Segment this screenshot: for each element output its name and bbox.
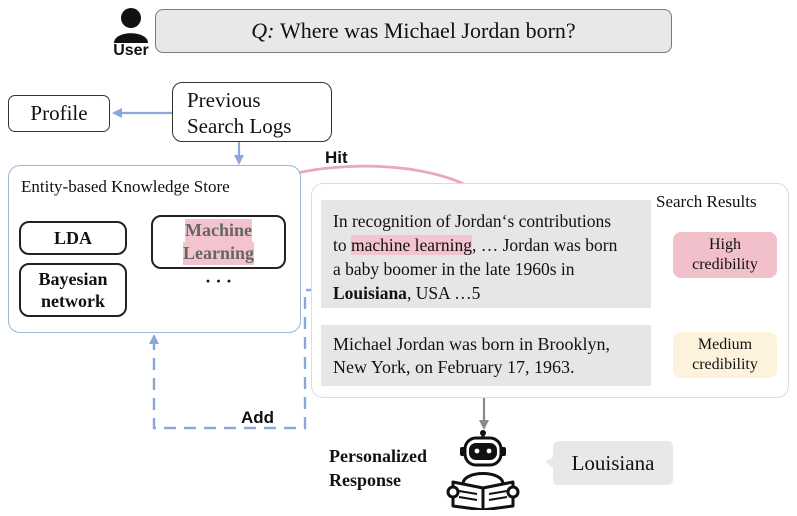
entity-ml-line1: Machine bbox=[185, 219, 252, 242]
speech-bubble-icon bbox=[545, 441, 673, 485]
add-dashed-arrow bbox=[149, 288, 318, 430]
entity-machine-learning: Machine Learning bbox=[151, 215, 286, 269]
result1-highlight: machine learning bbox=[351, 235, 472, 255]
medium-credibility-line1: Medium bbox=[697, 336, 753, 353]
search-result-1: In recognition of Jordan‘s contributions… bbox=[321, 200, 651, 308]
knowledge-store: Entity-based Knowledge Store LDA Bayesia… bbox=[8, 165, 301, 333]
search-results-title: Search Results bbox=[656, 192, 757, 211]
search-logs-box: Previous Search Logs bbox=[172, 82, 332, 142]
entity-ml-line2: Learning bbox=[182, 242, 254, 265]
query-prefix: Q: bbox=[251, 18, 275, 43]
result1-bold-location: Louisiana bbox=[333, 283, 407, 303]
result1-line4: Louisiana, USA …5 bbox=[333, 283, 481, 303]
entity-lda-label: LDA bbox=[53, 227, 92, 248]
query-text: Where was Michael Jordan born? bbox=[280, 18, 576, 43]
search-logs-line1: Previous bbox=[187, 88, 261, 112]
entity-more-ellipsis: · · · bbox=[205, 271, 233, 291]
hit-label: Hit bbox=[325, 148, 348, 167]
medium-credibility-line2: credibility bbox=[692, 356, 758, 373]
answer-text: Louisiana bbox=[571, 450, 655, 475]
high-credibility-badge: High credibility bbox=[673, 232, 777, 278]
answer-bubble: Louisiana bbox=[543, 437, 675, 487]
result1-line2: to machine learning, … Jordan was born bbox=[333, 235, 618, 255]
result2-line2: New York, on February 17, 1963. bbox=[333, 357, 575, 377]
robot-reading-icon bbox=[445, 430, 521, 512]
profile-box: Profile bbox=[8, 95, 110, 132]
high-credibility-line1: High bbox=[709, 236, 741, 253]
entity-bayes-line2: network bbox=[41, 291, 105, 311]
medium-credibility-badge: Medium credibility bbox=[673, 332, 777, 378]
result1-line1: In recognition of Jordan‘s contributions bbox=[333, 211, 612, 231]
high-credibility-line2: credibility bbox=[692, 256, 758, 273]
result2-line1: Michael Jordan was born in Brooklyn, bbox=[333, 334, 610, 354]
user-icon bbox=[114, 8, 148, 43]
profile-label: Profile bbox=[30, 101, 88, 125]
entity-bayesian-network: Bayesian network bbox=[19, 263, 127, 317]
user-label: User bbox=[113, 42, 149, 59]
query-box: Q: Where was Michael Jordan born? bbox=[155, 9, 672, 53]
search-result-2: Michael Jordan was born in Brooklyn, New… bbox=[321, 325, 651, 386]
search-logs-line2: Search Logs bbox=[187, 114, 292, 138]
entity-lda: LDA bbox=[19, 221, 127, 255]
personalized-response-line2: Response bbox=[329, 470, 402, 490]
personalized-response-label: Personalized Response bbox=[329, 444, 427, 492]
personalized-response-line1: Personalized bbox=[329, 446, 427, 466]
result1-line3: a baby boomer in the late 1960s in bbox=[333, 259, 575, 279]
user: User bbox=[108, 5, 154, 61]
entity-bayes-line1: Bayesian bbox=[38, 269, 108, 289]
knowledge-store-title: Entity-based Knowledge Store bbox=[21, 177, 230, 196]
add-label: Add bbox=[241, 408, 275, 427]
